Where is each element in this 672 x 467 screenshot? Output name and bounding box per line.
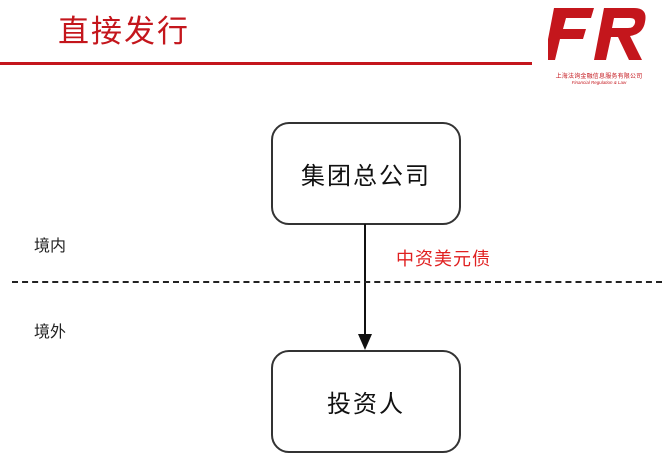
investor-box: 投资人 [271,350,461,453]
fr-logo-mark [548,8,646,60]
issuer-box: 集团总公司 [271,122,461,225]
issuer-label: 集团总公司 [301,162,431,190]
flow-label: 中资美元债 [396,249,491,270]
logo-subtitle-en: Financial Regulation & Law [571,80,627,85]
offshore-region-label: 境外 [34,322,67,341]
title-underline [0,62,532,65]
logo-subtitle-cn: 上海法询金融信息服务有限公司 [555,73,643,80]
company-logo: 上海法询金融信息服务有限公司 Financial Regulation & La… [540,4,662,90]
onshore-offshore-boundary [12,281,662,283]
onshore-region-label: 境内 [34,236,67,255]
investor-label: 投资人 [327,390,405,418]
issuance-arrow [358,224,372,350]
slide-title: 直接发行 [58,14,190,50]
